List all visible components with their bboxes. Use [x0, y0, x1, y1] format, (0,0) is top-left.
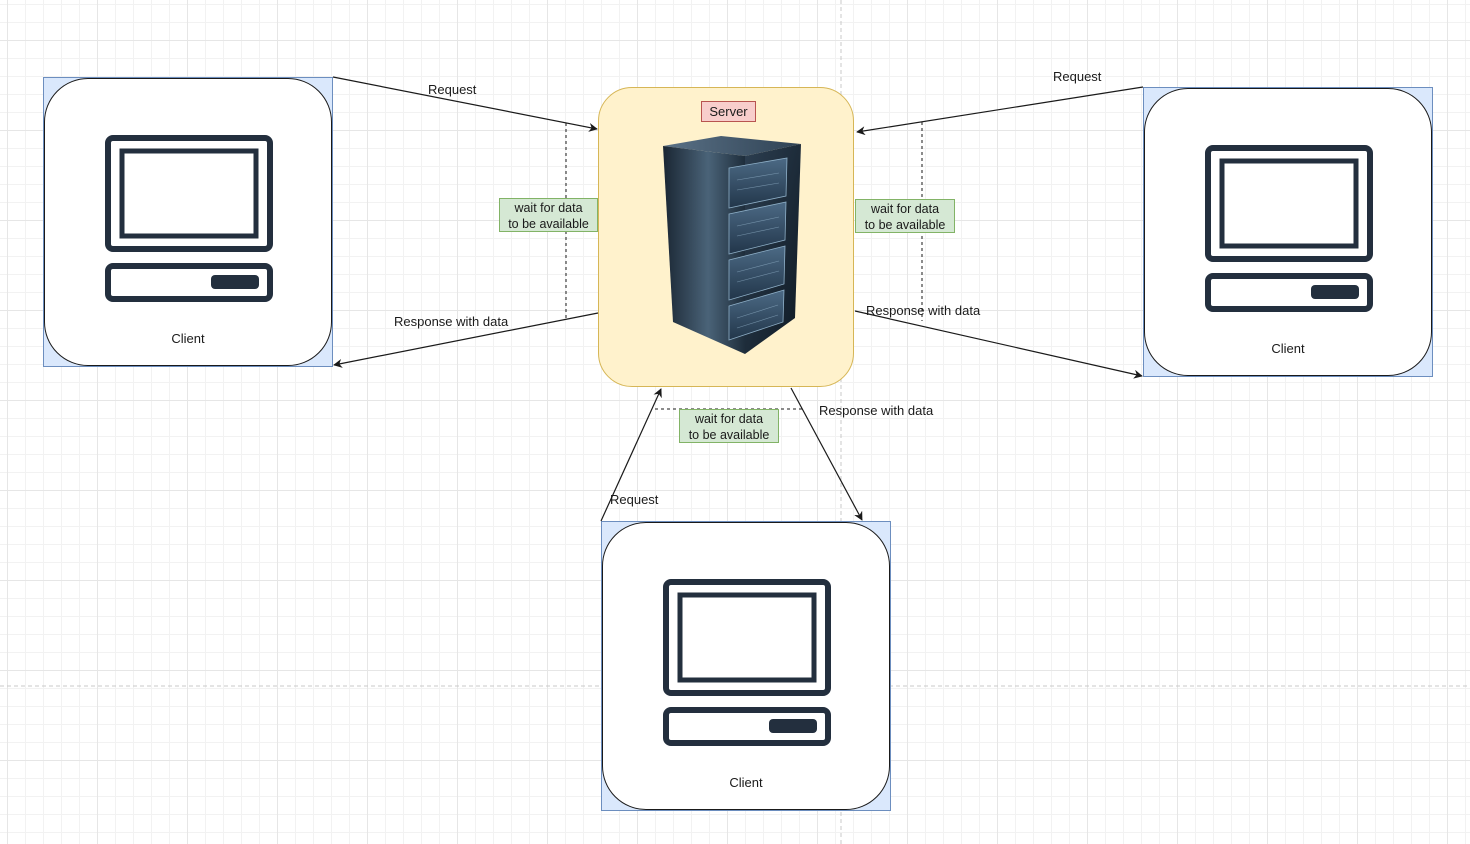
- right-response-label: Response with data: [866, 303, 981, 318]
- client-label: Client: [1271, 341, 1305, 356]
- bottom-request-arrow[interactable]: [600, 388, 662, 522]
- right-request-arrow[interactable]: [856, 86, 1144, 136]
- wait-box-left[interactable]: wait for data to be available: [499, 198, 598, 232]
- left-request-arrow[interactable]: [332, 76, 598, 132]
- server-label: Server: [701, 101, 756, 122]
- desktop-computer-icon: [105, 135, 273, 302]
- wait-box-line2: to be available: [508, 217, 589, 231]
- bottom-response-arrow[interactable]: [790, 387, 863, 521]
- left-response-arrow[interactable]: [333, 312, 599, 368]
- client-node-bottom[interactable]: Client: [601, 521, 891, 811]
- wait-box-line1: wait for data: [514, 201, 583, 215]
- bottom-response-label: Response with data: [819, 403, 934, 418]
- right-request-label: Request: [1053, 69, 1102, 84]
- client-node-left[interactable]: Client: [43, 77, 333, 367]
- desktop-computer-icon: [663, 579, 831, 746]
- left-response-label: Response with data: [394, 314, 509, 329]
- server-rack-icon: [663, 136, 801, 354]
- wait-box-bottom[interactable]: wait for data to be available: [679, 409, 779, 443]
- wait-box-line2: to be available: [688, 428, 770, 442]
- client-node-right[interactable]: Client: [1143, 87, 1433, 377]
- server-node[interactable]: Server: [598, 87, 854, 387]
- wait-box-line1: wait for data: [694, 412, 764, 426]
- bottom-request-label: Request: [610, 492, 659, 507]
- client-label: Client: [729, 775, 763, 790]
- wait-box-line2: to be available: [864, 218, 946, 232]
- client-node-left-shape: Client: [44, 78, 332, 366]
- client-node-bottom-shape: Client: [602, 522, 890, 810]
- client-node-right-shape: Client: [1144, 88, 1432, 376]
- right-response-arrow[interactable]: [854, 310, 1143, 379]
- client-label: Client: [171, 331, 205, 346]
- wait-box-right[interactable]: wait for data to be available: [855, 199, 955, 233]
- wait-box-line1: wait for data: [870, 202, 940, 216]
- desktop-computer-icon: [1205, 145, 1373, 312]
- left-request-label: Request: [428, 82, 477, 97]
